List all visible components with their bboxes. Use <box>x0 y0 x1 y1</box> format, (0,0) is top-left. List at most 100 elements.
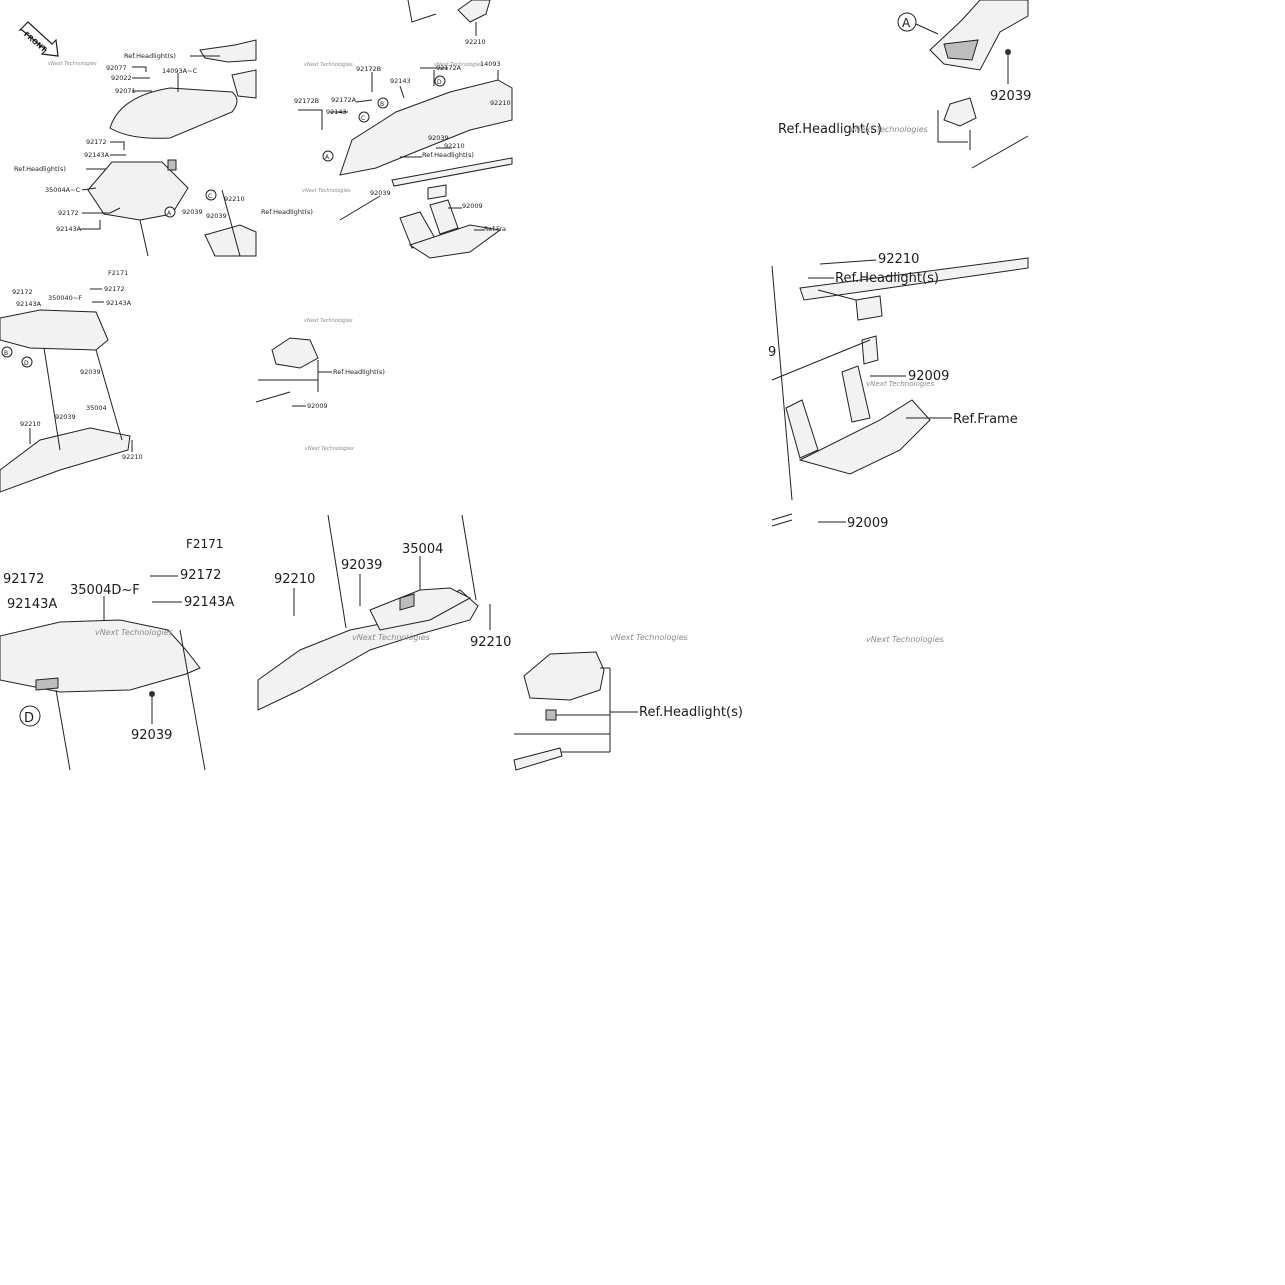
marker-b: B <box>380 101 384 108</box>
meter-panel-part <box>0 427 131 493</box>
callout-92172: 92172 <box>12 288 33 296</box>
callout-92039-lower: 92039 <box>370 189 391 197</box>
callout-92039-right: 92039 <box>206 212 227 220</box>
callout-ref-headlight: Ref.Headlight(s) <box>422 151 474 159</box>
marker-c: C <box>361 115 365 122</box>
frame-leg-right-part <box>841 365 871 423</box>
watermark: vNext Technologies <box>434 62 483 68</box>
watermark: vNext Technologies <box>48 61 97 67</box>
cowl-front-dark <box>943 39 979 61</box>
callout-92210: 92210 <box>224 195 245 203</box>
callout-92172a: 92172A <box>436 64 462 72</box>
callout-92143a-lower: 92143A <box>56 225 82 233</box>
callout-92077: 92077 <box>106 64 127 72</box>
callout-92172-right: 92172 <box>180 568 221 583</box>
rear-cover-tab-part <box>35 677 59 691</box>
right-fender-part <box>231 69 257 99</box>
callout-92039: 92039 <box>341 558 382 573</box>
callout-92009: 92009 <box>908 369 949 384</box>
callout-14093: 14093 <box>480 60 501 68</box>
callout-92210-right: 92210 <box>490 99 511 107</box>
front-arrow-icon: FRONT <box>18 21 59 57</box>
tile-blank: vNext Technologies <box>866 635 944 644</box>
callout-92143-left: 92143 <box>326 108 347 116</box>
callout-35004a-c: 35004A~C <box>45 186 81 194</box>
watermark: vNext Technologies <box>95 628 173 637</box>
callout-92172a-left: 92172A <box>331 96 357 104</box>
callout-92210-right: 92210 <box>470 635 511 650</box>
callout-ref-headlight: Ref.Headlight(s) <box>778 122 882 137</box>
callout-92039: 92039 <box>428 134 449 142</box>
watermark: vNext Technologies <box>304 62 353 68</box>
tile-rear-cover-closeup: F2171 92172 35004D~F 92172 92143A 92143A… <box>0 537 234 771</box>
marker-a: A <box>902 16 911 30</box>
callout-ref-frame: Ref.Fra <box>484 225 506 233</box>
tail-cowl-part <box>87 161 189 221</box>
watermark: vNext Technologies <box>610 633 688 642</box>
headlight-bracket-part <box>943 97 977 127</box>
watermark: vNext Technologies <box>866 380 934 388</box>
callout-ref-headlight-lower: Ref.Headlight(s) <box>261 208 313 216</box>
tile-headlight-mount-closeup: vNext Technologies Ref.Headlight(s) <box>513 633 743 771</box>
frame-base-part <box>798 399 931 475</box>
frame-rail-part <box>391 157 513 187</box>
callout-92039-mid: 92039 <box>55 413 76 421</box>
callout-35004: 35004 <box>86 404 107 412</box>
tile-meter-cover-overview: 92210 vNext Technologies vNext Technolog… <box>261 0 513 259</box>
cowl-front-part <box>929 0 1029 71</box>
callout-92210: 92210 <box>878 252 919 267</box>
callout-ref-headlight: Ref.Headlight(s) <box>835 271 939 286</box>
frame-base-part <box>408 224 502 259</box>
upper-cover-part <box>109 87 238 139</box>
frame-cross-part <box>427 184 447 200</box>
page-code: F2171 <box>108 269 128 277</box>
callout-92009-lower: 92009 <box>847 516 888 531</box>
callout-92071: 92071 <box>115 87 136 95</box>
callout-92039: 92039 <box>990 89 1031 104</box>
marker-d: D <box>24 360 29 367</box>
callout-92039: 92039 <box>80 368 101 376</box>
callout-92172b-left: 92172B <box>294 97 319 105</box>
top-stay-part <box>457 0 491 23</box>
watermark: vNext Technologies <box>850 125 928 134</box>
tile-headlight-mount-small: vNext Technologies Ref.Headlight(s) 9200… <box>255 318 385 452</box>
frame-leg-left-part <box>785 399 819 459</box>
tile-frame-closeup: 92210 Ref.Headlight(s) 9 92009 vNext Tec… <box>768 252 1029 531</box>
tile-rear-cover-overview: F2171 92172 350040~F 92172 92143A 92143A… <box>0 269 143 493</box>
frame-leg-part-2 <box>429 199 459 235</box>
frame-main-rail-part <box>799 257 1029 301</box>
marker-d: D <box>24 711 34 726</box>
watermark: vNext Technologies <box>866 635 944 644</box>
meter-cover-part <box>339 79 513 176</box>
callout-9-partial: 9 <box>768 345 776 360</box>
callout-92143a: 92143A <box>84 151 110 159</box>
callout-92143a: 92143A <box>7 597 57 612</box>
callout-ref-frame: Ref.Frame <box>953 412 1018 427</box>
callout-92210-right: 92210 <box>122 453 143 461</box>
marker-d: D <box>437 79 442 86</box>
tile-headlight-bracket-closeup: A 92039 Ref.Headlight(s) vNext Technolog… <box>778 0 1031 169</box>
callout-92210: 92210 <box>20 420 41 428</box>
page-code: F2171 <box>186 537 223 551</box>
callout-35004: 35004 <box>402 542 443 557</box>
callout-ref-headlight: Ref.Headlight(s) <box>333 368 385 376</box>
watermark: vNext Technologies <box>304 318 353 324</box>
upper-right-part <box>199 39 257 63</box>
marker-b: B <box>4 350 8 357</box>
marker-c: C <box>208 193 212 200</box>
tile-upper-cowl-overview: FRONT vNext Technologies Ref.Headlight(s… <box>14 21 257 257</box>
frame-vertical-part <box>861 335 879 365</box>
callout-14093a-c: 14093A~C <box>162 67 198 75</box>
meter-bracket-dark <box>399 593 415 611</box>
callout-ref-headlight-2: Ref.Headlight(s) <box>14 165 66 173</box>
headlight-mount-part <box>271 337 319 369</box>
bracket-part <box>167 159 177 171</box>
callout-92143a-right: 92143A <box>184 595 234 610</box>
callout-92143a-right: 92143A <box>106 299 132 307</box>
callout-92143: 92143 <box>390 77 411 85</box>
rear-cover-part <box>0 309 109 351</box>
frame-rail-stub <box>513 747 563 771</box>
watermark: vNext Technologies <box>305 446 354 452</box>
watermark: vNext Technologies <box>352 633 430 642</box>
callout-92210-top: 92210 <box>465 38 486 46</box>
